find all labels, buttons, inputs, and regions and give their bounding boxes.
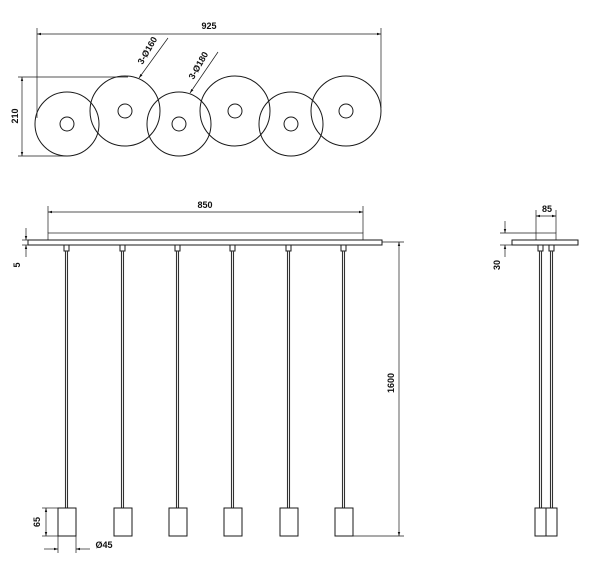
pendant-4-shade <box>223 507 243 537</box>
disc-small-1-hole <box>59 116 75 132</box>
pendant-5 <box>279 244 299 537</box>
disc-large-2 <box>199 75 271 147</box>
pendant-5-shade <box>279 507 299 537</box>
dim-shade-height: 65 <box>32 507 58 537</box>
dim-plate-thickness-label: 5 <box>12 262 22 267</box>
dim-front-width: 850 <box>47 200 364 233</box>
dim-large-disc: 3-Ø180 <box>187 50 219 94</box>
dim-shade-diameter-label: Ø45 <box>95 540 112 550</box>
side-shade-2 <box>545 507 558 537</box>
dim-plate-thickness: 5 <box>12 228 28 268</box>
dim-large-disc-label: 3-Ø180 <box>187 50 211 81</box>
dim-side-width-label: 85 <box>542 204 552 214</box>
pendant-1-shade <box>57 507 77 537</box>
front-view: 850 5 1600 65 <box>12 200 404 553</box>
pendant-4 <box>223 244 243 537</box>
side-canopy-plate <box>511 239 579 246</box>
pendant-6 <box>334 244 354 537</box>
pendant-2-shade <box>113 507 133 537</box>
disc-large-1 <box>89 75 161 147</box>
dim-top-width: 925 <box>36 21 382 118</box>
dim-shade-diameter: Ø45 <box>44 536 113 553</box>
side-wires <box>538 251 554 508</box>
top-view-discs <box>34 75 382 157</box>
top-view: 925 210 3-Ø160 3-Ø180 <box>10 21 382 157</box>
dim-shade-height-label: 65 <box>32 517 42 527</box>
disc-large-3-hole <box>338 103 354 119</box>
side-canopy-box <box>535 232 557 241</box>
disc-large-3 <box>310 75 382 147</box>
dim-small-disc-label: 3-Ø160 <box>136 35 160 66</box>
disc-small-2-hole <box>171 116 187 132</box>
disc-small-3-hole <box>283 116 299 132</box>
side-shade-1 <box>534 507 547 537</box>
disc-small-3 <box>258 91 324 157</box>
dim-side-canopy-label: 30 <box>492 260 502 270</box>
disc-small-2 <box>146 91 212 157</box>
dim-top-width-label: 925 <box>201 21 216 31</box>
pendant-1 <box>57 244 77 537</box>
canopy-box <box>47 232 364 241</box>
side-view: 85 30 <box>492 204 579 537</box>
dim-front-width-label: 850 <box>197 200 212 210</box>
dim-small-disc: 3-Ø160 <box>136 35 169 79</box>
disc-large-1-hole <box>117 103 133 119</box>
dim-side-canopy: 30 <box>492 221 536 270</box>
dim-top-height-label: 210 <box>10 108 20 123</box>
dim-side-width: 85 <box>535 204 557 233</box>
pendant-3-shade <box>168 507 188 537</box>
disc-large-2-hole <box>227 103 243 119</box>
canopy-plate <box>27 239 383 246</box>
pendant-2 <box>113 244 133 537</box>
dim-suspension: 1600 <box>353 241 404 537</box>
dim-suspension-label: 1600 <box>386 373 396 393</box>
dim-top-height: 210 <box>10 76 128 157</box>
pendant-3 <box>168 244 188 537</box>
pendant-6-shade <box>334 507 354 537</box>
disc-small-1 <box>34 91 100 157</box>
